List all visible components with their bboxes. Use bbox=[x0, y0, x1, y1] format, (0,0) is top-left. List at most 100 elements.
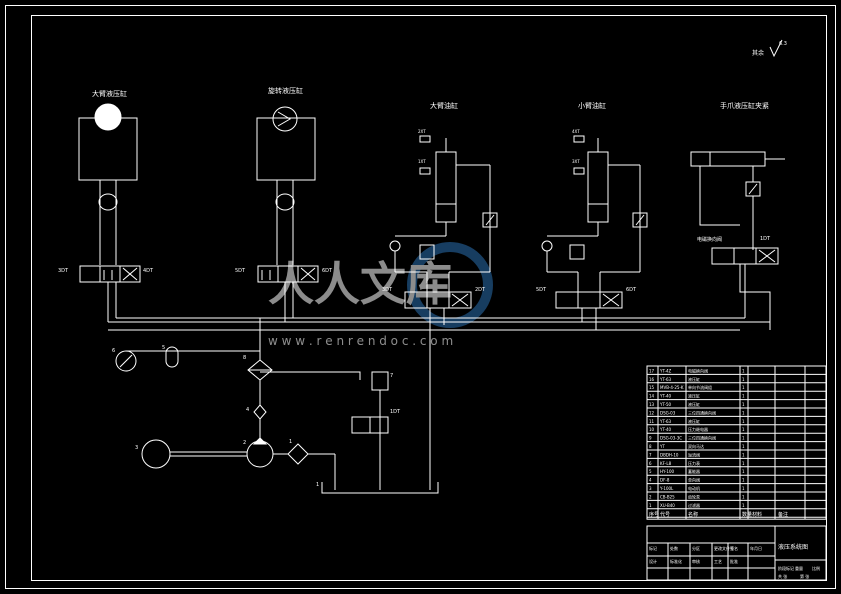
svg-text:2DT: 2DT bbox=[475, 287, 486, 293]
title-block-cell: 分区 bbox=[692, 545, 700, 551]
bom-cell: YT-40 bbox=[659, 427, 672, 432]
bom-cell: 1 bbox=[742, 452, 745, 457]
bom-cell: 溢流阀 bbox=[688, 451, 700, 457]
bom-cell: 9 bbox=[649, 436, 652, 441]
svg-text:2: 2 bbox=[243, 440, 246, 446]
wrist-valve bbox=[711, 247, 779, 265]
bom-cell: Y-100L bbox=[659, 486, 674, 491]
bom-cell: DF-8 bbox=[660, 478, 670, 483]
bom-cell: 三位四通换向阀 bbox=[688, 409, 716, 415]
title-block-cell: 第 张 bbox=[800, 573, 809, 579]
bom-cell: 过滤器 bbox=[688, 502, 700, 508]
rotary-actuator-circuit: 旋转液压缸 5DT 6DT bbox=[235, 86, 333, 322]
bom-cell: YT-4Z bbox=[659, 368, 672, 373]
bom-cell: 1 bbox=[742, 402, 745, 407]
bom-cell: 液压缸 bbox=[688, 376, 700, 382]
svg-text:6DT: 6DT bbox=[626, 287, 637, 293]
bom-cell: HY-100 bbox=[660, 469, 675, 474]
bom-cell: 1 bbox=[649, 503, 652, 508]
bom-cell: 压力表 bbox=[688, 460, 700, 466]
bom-cell: 8 bbox=[649, 444, 652, 449]
svg-text:电磁换向阀: 电磁换向阀 bbox=[697, 236, 722, 243]
bom-cell: YT-40 bbox=[659, 394, 672, 399]
bom-cell: 1 bbox=[742, 410, 745, 415]
bom-cell: 液压缸 bbox=[688, 418, 700, 424]
title-block-cell: 共 张 bbox=[778, 573, 787, 579]
bom-cell: 1 bbox=[742, 385, 745, 390]
bom-cell: 1 bbox=[742, 478, 745, 483]
roughness-label: 其余 bbox=[752, 49, 764, 57]
small-arm-label: 小臂油缸 bbox=[578, 101, 606, 110]
bom-cell: 双向马达 bbox=[688, 443, 704, 449]
bom-cell: 5 bbox=[649, 469, 652, 474]
drawing-title: 液压系统图 bbox=[778, 543, 808, 551]
title-block-cell: 批准 bbox=[730, 558, 738, 564]
bom-cell: 4 bbox=[649, 478, 652, 483]
svg-text:4XT: 4XT bbox=[572, 129, 580, 134]
title-block-cell: 重量 bbox=[795, 565, 803, 571]
wrist-cylinder bbox=[690, 151, 766, 167]
bom-header-cell: 代号 bbox=[660, 511, 670, 518]
small-arm-circuit: 小臂油缸 4XT 3XT 5DT 6DT bbox=[536, 101, 648, 330]
svg-text:4DT: 4DT bbox=[143, 268, 154, 274]
title-block-cell: 设计 bbox=[649, 558, 657, 564]
roughness-mark: 其余 6.3 bbox=[752, 39, 787, 58]
bom-cell: DBDH-10 bbox=[660, 452, 679, 457]
relief-valve bbox=[371, 371, 389, 391]
bom-cell: YT-63 bbox=[659, 377, 672, 382]
svg-text:5: 5 bbox=[162, 345, 165, 351]
watermark: 人人文库 w w w . r e n r e n d o c . c o m bbox=[268, 242, 493, 348]
svg-text:8: 8 bbox=[243, 355, 246, 361]
bom-cell: 电磁换向阀 bbox=[688, 367, 708, 373]
bom-cell: 单向节流阀组 bbox=[688, 384, 712, 390]
outer-frame bbox=[5, 5, 836, 589]
bom-cell: 1 bbox=[742, 436, 745, 441]
title-block-cell: 比例 bbox=[812, 565, 820, 571]
watermark-logo-circle bbox=[407, 242, 493, 328]
electric-motor bbox=[141, 439, 171, 469]
bom-cell: 1 bbox=[742, 469, 745, 474]
bom-cell: 1 bbox=[742, 427, 745, 432]
big-arm-check-valve bbox=[419, 244, 435, 260]
title-block-cell: 年月日 bbox=[750, 545, 762, 551]
bom-cell: 液压缸 bbox=[688, 401, 700, 407]
svg-text:5DT: 5DT bbox=[235, 268, 246, 274]
svg-text:3XT: 3XT bbox=[572, 159, 580, 164]
watermark-brand: 人人文库 bbox=[268, 257, 452, 311]
lift-actuator-label: 大臂液压缸 bbox=[92, 89, 127, 98]
bom-cell: 液压缸 bbox=[688, 393, 700, 399]
small-arm-cylinder bbox=[587, 151, 609, 223]
bom-cell: DSG-03 bbox=[660, 410, 676, 415]
check-valve bbox=[253, 404, 267, 420]
bom-cell: 2 bbox=[649, 494, 652, 499]
bom-header-cell: 名称 bbox=[688, 511, 698, 518]
title-block-cell: 签名 bbox=[730, 545, 738, 551]
bom-cell: 10 bbox=[649, 427, 655, 432]
bom-cell: 单向阀 bbox=[688, 477, 700, 483]
manifold-lines bbox=[108, 317, 770, 345]
bom-cell: 1 bbox=[742, 419, 745, 424]
big-arm-circuit: 大臂油缸 2XT 1XT 3DT 2DT bbox=[382, 101, 498, 490]
pump-symbol bbox=[246, 440, 274, 468]
bom-header-cell: 材料 bbox=[752, 511, 762, 518]
bom-cell: 7 bbox=[649, 452, 652, 457]
bom-cell: 6 bbox=[649, 461, 652, 466]
accumulator bbox=[165, 346, 179, 368]
title-block: 液压系统图 标记处数分区更改文件号签名年月日设计标准化审核工艺批准阶段标记重量比… bbox=[646, 525, 827, 581]
power-unit: 6 5 8 4 2 3 1 1 7 1DT bbox=[112, 345, 439, 494]
bom-header-cell: 数量 bbox=[742, 511, 752, 518]
svg-text:1XT: 1XT bbox=[418, 159, 426, 164]
rotary-actuator-body bbox=[256, 117, 316, 181]
bom-cell: 三位四通换向阀 bbox=[688, 435, 716, 441]
bom-cell: 齿轮泵 bbox=[688, 493, 700, 499]
big-arm-cylinder bbox=[435, 151, 457, 223]
svg-text:1: 1 bbox=[289, 439, 292, 445]
bom-cell: 1 bbox=[742, 486, 745, 491]
bom-header-cell: 序号 bbox=[649, 511, 659, 518]
svg-text:3DT: 3DT bbox=[58, 268, 69, 274]
bom-cell: 电动机 bbox=[688, 485, 700, 491]
roughness-value: 6.3 bbox=[779, 41, 787, 47]
bom-cell: 12 bbox=[649, 410, 655, 415]
